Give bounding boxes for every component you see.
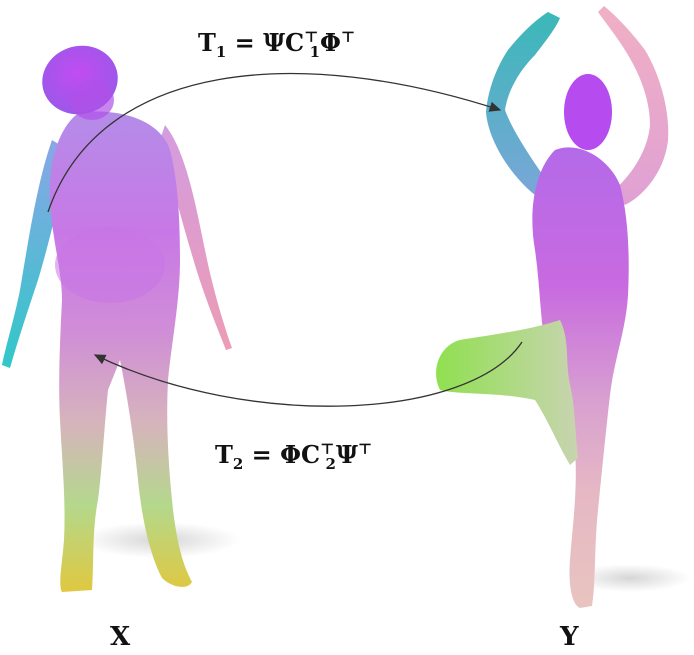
- label-y: Y: [560, 622, 579, 652]
- shadow-right: [570, 564, 690, 592]
- shape-x: [2, 45, 232, 593]
- equation-t1: T1 = ΨC⊤1Φ⊤: [198, 28, 356, 61]
- shape-y: [436, 6, 669, 608]
- arrow-t1: [47, 72, 502, 213]
- label-x: X: [110, 622, 131, 652]
- equation-t2: T2 = ΦC⊤2Ψ⊤: [215, 440, 373, 473]
- arrow-t2: [93, 341, 523, 407]
